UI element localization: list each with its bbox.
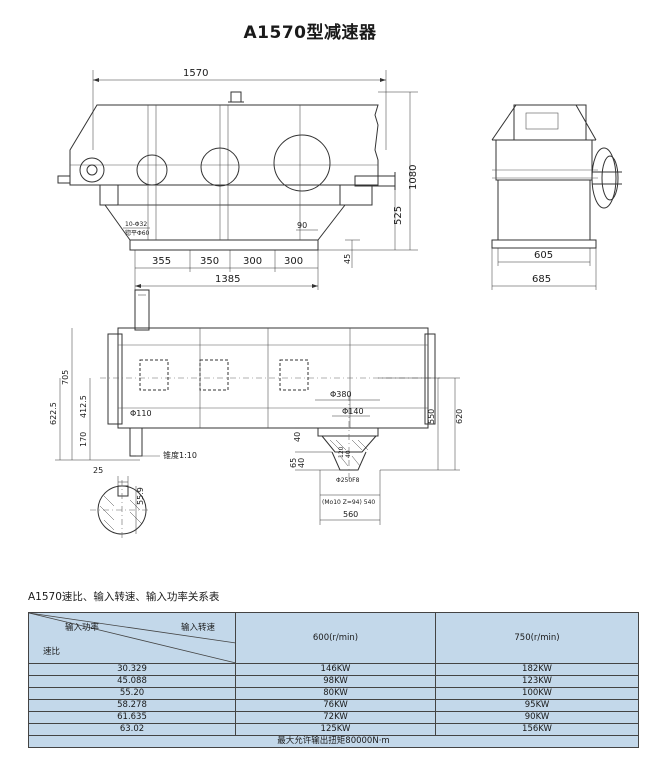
dim-25: 25 [93, 466, 103, 475]
cell-ratio: 45.088 [28, 675, 236, 688]
cell-power-750: 100KW [435, 687, 639, 700]
dim-300a: 300 [243, 256, 262, 267]
dim-40-b: 40 [297, 458, 306, 468]
cell-ratio: 58.278 [28, 699, 236, 712]
cell-ratio: 63.02 [28, 723, 236, 736]
table-row: 45.088 98KW 123KW [28, 675, 639, 688]
dim-300b: 300 [284, 256, 303, 267]
dim-phi380: Φ380 [330, 390, 352, 399]
corner-power-label: 输入功率 [65, 623, 100, 633]
spline-spec: (Mo10 Z=94) 540 [322, 499, 375, 506]
corner-speed-label: 输入转速 [181, 623, 216, 633]
dim-620: 620 [455, 409, 464, 424]
dim-40-a: 40 [293, 432, 302, 442]
cell-power-750: 123KW [435, 675, 639, 688]
dim-355: 355 [152, 256, 171, 267]
cell-power-600: 80KW [235, 687, 436, 700]
cell-power-750: 182KW [435, 663, 639, 676]
table-row: 63.02 125KW 156KW [28, 723, 639, 736]
corner-ratio-label: 速比 [43, 647, 61, 657]
dim-525: 525 [393, 206, 404, 225]
front-view: 1570 1080 525 [57, 68, 419, 290]
table-row: 30.329 146KW 182KW [28, 663, 639, 676]
engineering-drawing: 1570 1080 525 [49, 68, 622, 540]
cell-power-750: 90KW [435, 711, 639, 724]
dim-65: 65 [289, 458, 298, 468]
dim-55-9: 55.9 [136, 487, 145, 505]
page-title: A1570型减速器 [243, 23, 377, 43]
dim-120: 120 [338, 446, 345, 458]
bolt-note: 10-Φ32 [125, 221, 147, 228]
table-header-row: 输入功率 输入转速 速比 600(r/min) 750(r/min) [28, 612, 639, 664]
dim-phi110: Φ110 [130, 409, 152, 418]
cell-power-750: 156KW [435, 723, 639, 736]
cell-ratio: 61.635 [28, 711, 236, 724]
side-view: 605 685 [491, 104, 622, 290]
cell-power-750: 95KW [435, 699, 639, 712]
plan-view: 锥度1:10 Φ110 705 622.5 412.5 170 Φ380 Φ14… [49, 289, 464, 525]
cell-power-600: 76KW [235, 699, 436, 712]
cell-power-600: 98KW [235, 675, 436, 688]
dim-705: 705 [61, 370, 70, 385]
table-row: 61.635 72KW 90KW [28, 711, 639, 724]
table-footer-row: 最大允许输出扭矩80000N·m [28, 735, 639, 748]
taper-note: 锥度1:10 [163, 450, 197, 460]
cell-power-600: 72KW [235, 711, 436, 724]
max-torque-note: 最大允许输出扭矩80000N·m [28, 735, 639, 748]
dim-560: 560 [343, 510, 358, 519]
dim-1080: 1080 [408, 165, 419, 190]
table-corner-cell: 输入功率 输入转速 速比 [28, 612, 236, 664]
spline-note: Φ250F8 [336, 477, 360, 484]
column-header-750: 750(r/min) [435, 612, 639, 664]
corner-diagonals [29, 613, 236, 663]
table-row: 58.278 76KW 95KW [28, 699, 639, 712]
dim-40-c: 40 [345, 450, 352, 458]
ratio-power-table: 输入功率 输入转速 速比 600(r/min) 750(r/min) 30.32… [28, 612, 639, 748]
dim-605: 605 [534, 250, 553, 261]
dim-170: 170 [79, 432, 88, 447]
column-header-600: 600(r/min) [235, 612, 436, 664]
cell-ratio: 30.329 [28, 663, 236, 676]
dim-phi140: Φ140 [342, 407, 364, 416]
dim-90: 90 [297, 221, 307, 230]
dim-350: 350 [200, 256, 219, 267]
dim-550: 550 [427, 409, 436, 424]
cell-ratio: 55.20 [28, 687, 236, 700]
dim-412-5: 412.5 [79, 395, 88, 418]
key-section: 25 55.9 [90, 466, 150, 540]
cell-power-600: 146KW [235, 663, 436, 676]
dim-1570: 1570 [183, 68, 208, 79]
table-row: 55.20 80KW 100KW [28, 687, 639, 700]
dim-45: 45 [343, 254, 352, 264]
cell-power-600: 125KW [235, 723, 436, 736]
dim-685: 685 [532, 274, 551, 285]
dim-622-5: 622.5 [49, 402, 58, 425]
table-title: A1570速比、输入转速、输入功率关系表 [28, 591, 220, 603]
dim-1385: 1385 [215, 274, 240, 285]
bolt-note-spotface: 锪平Φ60 [125, 229, 150, 237]
